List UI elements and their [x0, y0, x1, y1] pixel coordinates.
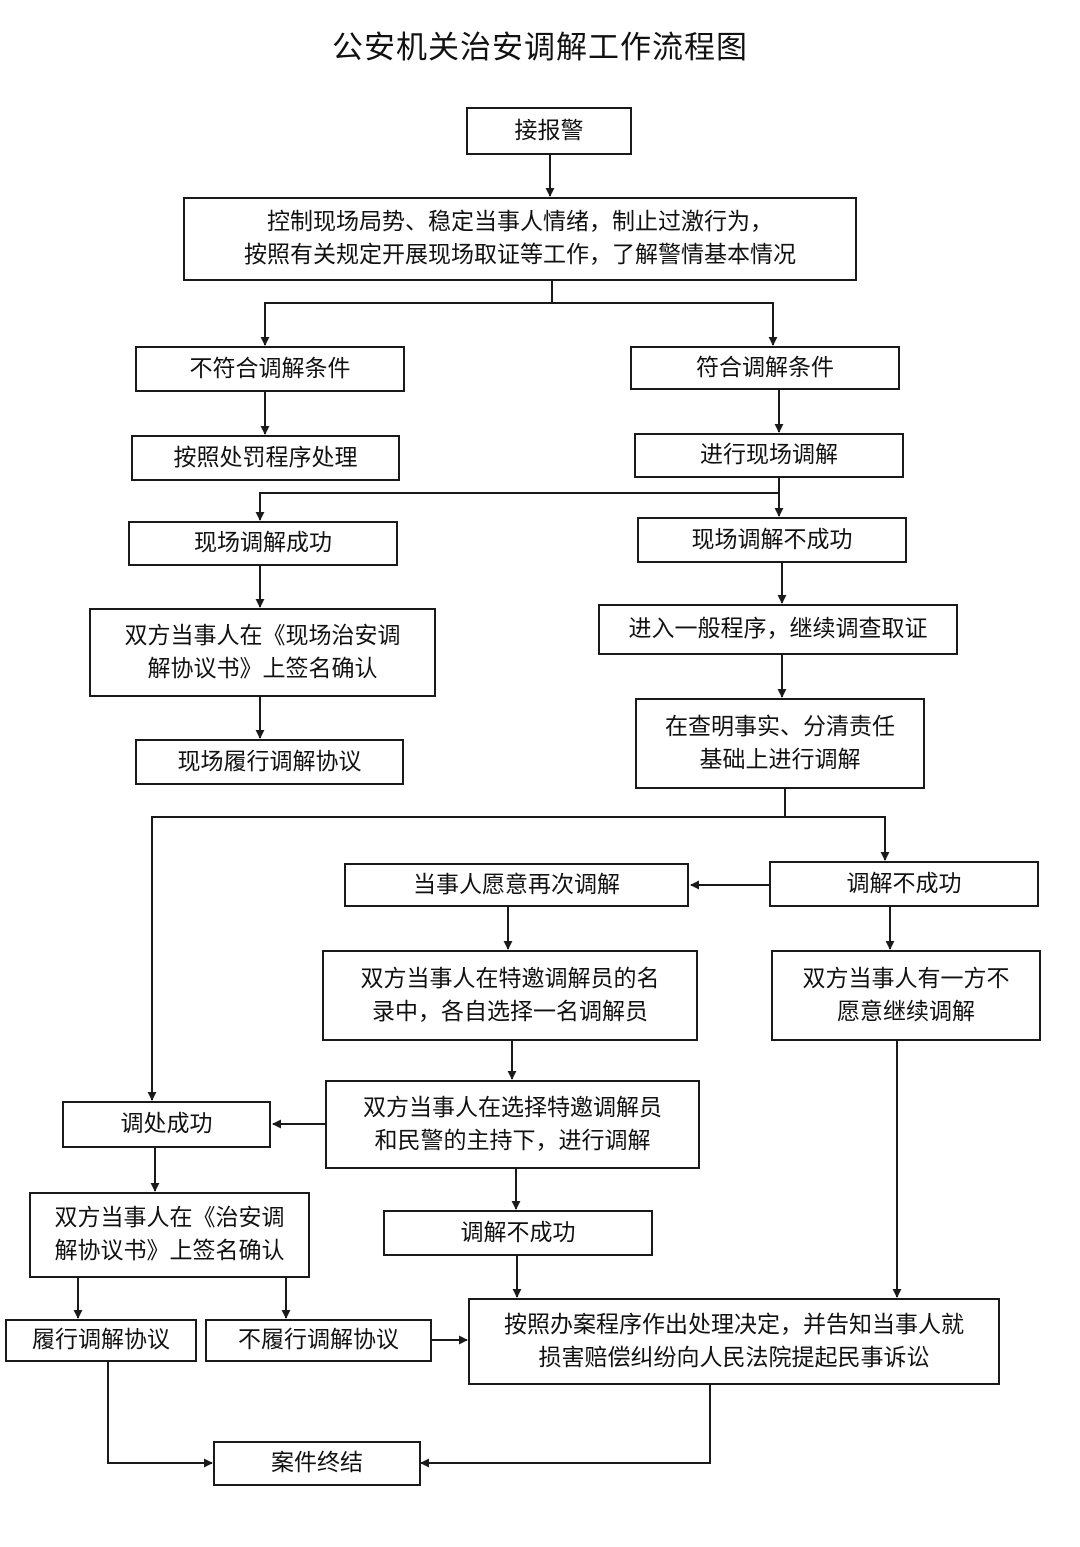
node-hosted-mediation: 双方当事人在选择特邀调解员 和民警的主持下，进行调解	[325, 1080, 700, 1169]
node-sign-agreement-label: 双方当事人在《治安调 解协议书》上签名确认	[54, 1205, 285, 1264]
node-mediation-success-label: 调处成功	[120, 1111, 213, 1137]
node-onsite-mediation-label: 进行现场调解	[700, 442, 838, 468]
node-general-procedure-label: 进入一般程序，继续调查取证	[628, 616, 928, 642]
node-decision-label: 按照办案程序作出处理决定，并告知当事人就 损害赔偿纠纷向人民法院提起民事诉讼	[504, 1311, 964, 1371]
node-report-label: 接报警	[514, 117, 584, 144]
node-not-perform: 不履行调解协议	[205, 1319, 432, 1362]
arrow-onsite-to-success	[255, 478, 780, 521]
node-perform: 履行调解协议	[5, 1319, 197, 1362]
node-willing-again-label: 当事人愿意再次调解	[413, 871, 620, 898]
node-not-perform-label: 不履行调解协议	[238, 1327, 399, 1353]
node-one-party-unwilling: 双方当事人有一方不 愿意继续调解	[771, 950, 1041, 1041]
node-mediation-success: 调处成功	[62, 1101, 271, 1148]
node-case-closed-label: 案件终结	[271, 1450, 363, 1476]
node-perform-onsite-label: 现场履行调解协议	[177, 748, 362, 775]
arrow-decision-to-closed	[420, 1385, 711, 1468]
arrow-facts-to-mediation-success	[147, 789, 786, 1101]
node-onsite-fail-label: 现场调解不成功	[691, 526, 853, 553]
node-willing-again: 当事人愿意再次调解	[344, 863, 689, 907]
node-decision: 按照办案程序作出处理决定，并告知当事人就 损害赔偿纠纷向人民法院提起民事诉讼	[468, 1298, 1000, 1385]
node-mediation-fail-2: 调解不成功	[383, 1210, 653, 1256]
arrow-perform-to-closed	[107, 1362, 213, 1468]
node-general-procedure: 进入一般程序，继续调查取证	[598, 604, 958, 655]
node-not-eligible: 不符合调解条件	[135, 346, 405, 392]
node-report: 接报警	[466, 107, 632, 155]
node-choose-mediator: 双方当事人在特邀调解员的名 录中，各自选择一名调解员	[322, 950, 698, 1041]
node-mediate-facts-label: 在查明事实、分清责任 基础上进行调解	[665, 713, 895, 773]
node-mediation-fail-2-label: 调解不成功	[460, 1219, 576, 1246]
node-sign-agreement: 双方当事人在《治安调 解协议书》上签名确认	[29, 1192, 310, 1278]
node-choose-mediator-label: 双方当事人在特邀调解员的名 录中，各自选择一名调解员	[360, 965, 660, 1025]
node-mediation-fail-1-label: 调解不成功	[846, 870, 962, 897]
node-onsite-mediation: 进行现场调解	[634, 433, 904, 478]
node-not-eligible-label: 不符合调解条件	[189, 355, 351, 382]
node-control-label: 控制现场局势、稳定当事人情绪，制止过激行为， 按照有关规定开展现场取证等工作，了…	[244, 209, 796, 268]
node-hosted-mediation-label: 双方当事人在选择特邀调解员 和民警的主持下，进行调解	[363, 1094, 662, 1154]
node-control: 控制现场局势、稳定当事人情绪，制止过激行为， 按照有关规定开展现场取证等工作，了…	[183, 197, 857, 281]
node-onsite-fail: 现场调解不成功	[637, 517, 907, 563]
node-punish-label: 按照处罚程序处理	[173, 444, 358, 471]
arrow-control-to-not-eligible	[260, 281, 553, 346]
node-sign-onsite-label: 双方当事人在《现场治安调 解协议书》上签名确认	[124, 622, 401, 682]
node-sign-onsite: 双方当事人在《现场治安调 解协议书》上签名确认	[89, 608, 436, 697]
node-onsite-success-label: 现场调解成功	[194, 530, 332, 556]
page-title: 公安机关治安调解工作流程图	[332, 30, 748, 66]
node-case-closed: 案件终结	[213, 1441, 421, 1486]
node-one-party-unwilling-label: 双方当事人有一方不 愿意继续调解	[802, 965, 1010, 1025]
arrow-control-to-eligible	[552, 302, 778, 346]
node-perform-onsite: 现场履行调解协议	[135, 739, 404, 785]
node-onsite-success: 现场调解成功	[128, 521, 398, 566]
node-punish: 按照处罚程序处理	[131, 435, 400, 481]
node-mediation-fail-1: 调解不成功	[769, 861, 1039, 907]
node-eligible-label: 符合调解条件	[696, 354, 834, 381]
node-perform-label: 履行调解协议	[32, 1327, 170, 1353]
node-eligible: 符合调解条件	[630, 346, 900, 390]
node-mediate-facts: 在查明事实、分清责任 基础上进行调解	[635, 698, 925, 789]
arrow-facts-to-mediation-fail	[785, 816, 890, 861]
